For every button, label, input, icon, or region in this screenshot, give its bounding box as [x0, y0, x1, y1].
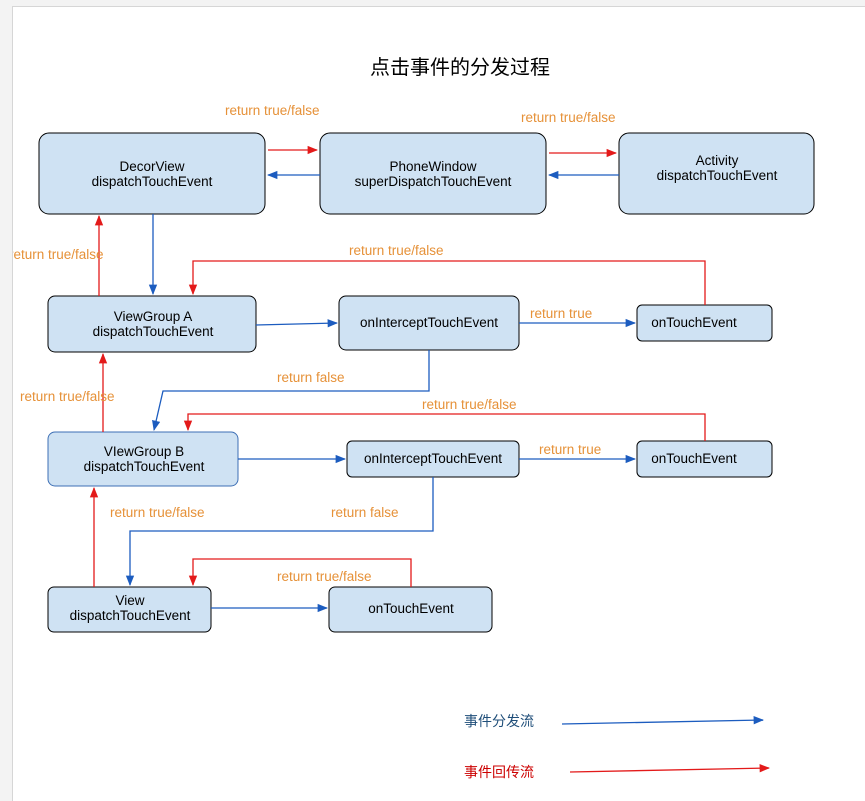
view-name: View	[115, 593, 144, 608]
activity-method: dispatchTouchEvent	[657, 168, 778, 183]
diagram-canvas: 点击事件的分发过程 DecorView dispatchTouchEvent P…	[12, 6, 865, 801]
touch-view-node: onTouchEvent	[328, 586, 493, 633]
legend-dispatch-label: 事件分发流	[464, 714, 534, 730]
label-return-decor-phone: return true/false	[225, 103, 320, 118]
return-arrow-touch-view-to-view	[188, 558, 412, 587]
decor-view-name: DecorView	[119, 159, 184, 174]
label-intercept-a-false: return false	[277, 370, 345, 385]
label-return-touch-view: return true/false	[277, 569, 372, 584]
viewgroup-a-name: ViewGroup A	[114, 309, 193, 324]
touch-b-method: onTouchEvent	[651, 451, 737, 466]
label-return-touch-b: return true/false	[422, 397, 517, 412]
touch-a-node: onTouchEvent	[636, 304, 773, 342]
intercept-a-method: onInterceptTouchEvent	[360, 315, 498, 330]
dispatch-arrow-intercept-b-to-view	[125, 477, 434, 587]
activity-name: Activity	[696, 153, 739, 168]
flow-diagram: 点击事件的分发过程 DecorView dispatchTouchEvent P…	[13, 55, 815, 781]
label-return-b-a: return true/false	[20, 389, 115, 404]
dispatch-arrow-intercept-a-to-b	[152, 350, 430, 432]
intercept-b-method: onInterceptTouchEvent	[364, 451, 502, 466]
touch-b-node: onTouchEvent	[636, 440, 773, 478]
decor-view-method: dispatchTouchEvent	[92, 174, 213, 189]
label-intercept-b-false: return false	[331, 505, 399, 520]
return-arrow-touch-a-to-a	[188, 260, 706, 305]
dispatch-arrow-a-to-intercept	[255, 319, 339, 328]
decor-view-node: DecorView dispatchTouchEvent	[38, 132, 266, 215]
view-method: dispatchTouchEvent	[70, 608, 191, 623]
touch-a-method: onTouchEvent	[651, 315, 737, 330]
activity-node: Activity dispatchTouchEvent	[618, 132, 815, 215]
intercept-a-node: onInterceptTouchEvent	[338, 295, 520, 351]
phone-window-node: PhoneWindow superDispatchTouchEvent	[319, 132, 547, 215]
phone-window-name: PhoneWindow	[389, 159, 476, 174]
label-return-touch-a: return true/false	[349, 243, 444, 258]
viewgroup-b-node: VIewGroup B dispatchTouchEvent	[47, 431, 239, 487]
return-arrow-touch-b-to-b	[183, 413, 706, 441]
intercept-b-node: onInterceptTouchEvent	[346, 440, 520, 478]
viewgroup-a-node: ViewGroup A dispatchTouchEvent	[47, 295, 257, 353]
legend-return-arrow	[569, 764, 771, 773]
viewgroup-b-method: dispatchTouchEvent	[84, 459, 205, 474]
phone-window-method: superDispatchTouchEvent	[355, 174, 512, 189]
label-return-view-b: return true/false	[110, 505, 205, 520]
viewgroup-b-name: VIewGroup B	[104, 444, 184, 459]
viewgroup-a-method: dispatchTouchEvent	[93, 324, 214, 339]
view-node: View dispatchTouchEvent	[47, 586, 212, 633]
label-intercept-a-true: return true	[530, 306, 592, 321]
label-return-phone-activity: return true/false	[521, 110, 616, 125]
label-intercept-b-true: return true	[539, 442, 601, 457]
diagram-title: 点击事件的分发过程	[370, 55, 550, 79]
touch-view-method: onTouchEvent	[368, 601, 454, 616]
legend-return-label: 事件回传流	[464, 765, 534, 781]
label-return-a-decor: return true/false	[13, 247, 104, 262]
legend-dispatch-arrow	[561, 716, 765, 725]
